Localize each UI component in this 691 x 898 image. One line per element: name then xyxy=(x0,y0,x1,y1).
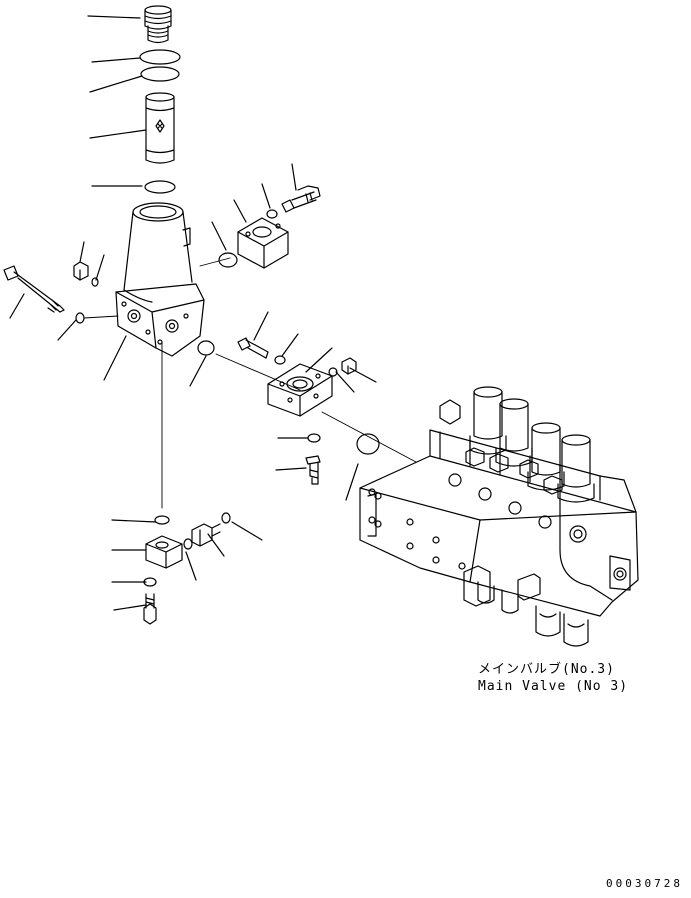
sensor-fitting xyxy=(305,455,321,485)
lower-flange xyxy=(145,535,183,569)
small-o-ring xyxy=(183,538,193,550)
sleeve xyxy=(145,92,175,164)
plug xyxy=(144,5,172,44)
upper-flange xyxy=(237,217,289,269)
seal xyxy=(218,252,238,268)
seal xyxy=(197,340,215,356)
small-o-ring xyxy=(221,512,231,524)
small-seal xyxy=(307,433,321,443)
plug-small xyxy=(341,357,357,375)
solenoid xyxy=(527,422,565,491)
washer xyxy=(274,355,286,365)
washer xyxy=(143,577,157,587)
small-nut xyxy=(73,261,89,281)
drawing-number: 00030728 xyxy=(606,877,683,890)
washer xyxy=(75,312,85,324)
bolt xyxy=(237,337,269,359)
washer xyxy=(266,209,278,219)
o-ring xyxy=(139,49,181,65)
seal xyxy=(356,433,380,455)
seal xyxy=(154,515,170,525)
valve-body xyxy=(115,202,205,357)
o-ring xyxy=(144,180,176,194)
elbow-fitting xyxy=(191,523,221,547)
leader-lines xyxy=(9,15,417,611)
split-flange xyxy=(267,363,333,417)
main-valve xyxy=(359,386,639,647)
long-bolt xyxy=(3,265,65,313)
bolt xyxy=(143,593,157,625)
small-o-ring xyxy=(91,277,99,287)
flange-bolt xyxy=(281,185,321,213)
main-valve-label-japanese: メインバルブ(No.3) xyxy=(478,662,615,677)
o-ring xyxy=(140,66,180,82)
main-valve-label-english: Main Valve (No 3) xyxy=(478,679,629,694)
small-o-ring xyxy=(328,367,338,377)
